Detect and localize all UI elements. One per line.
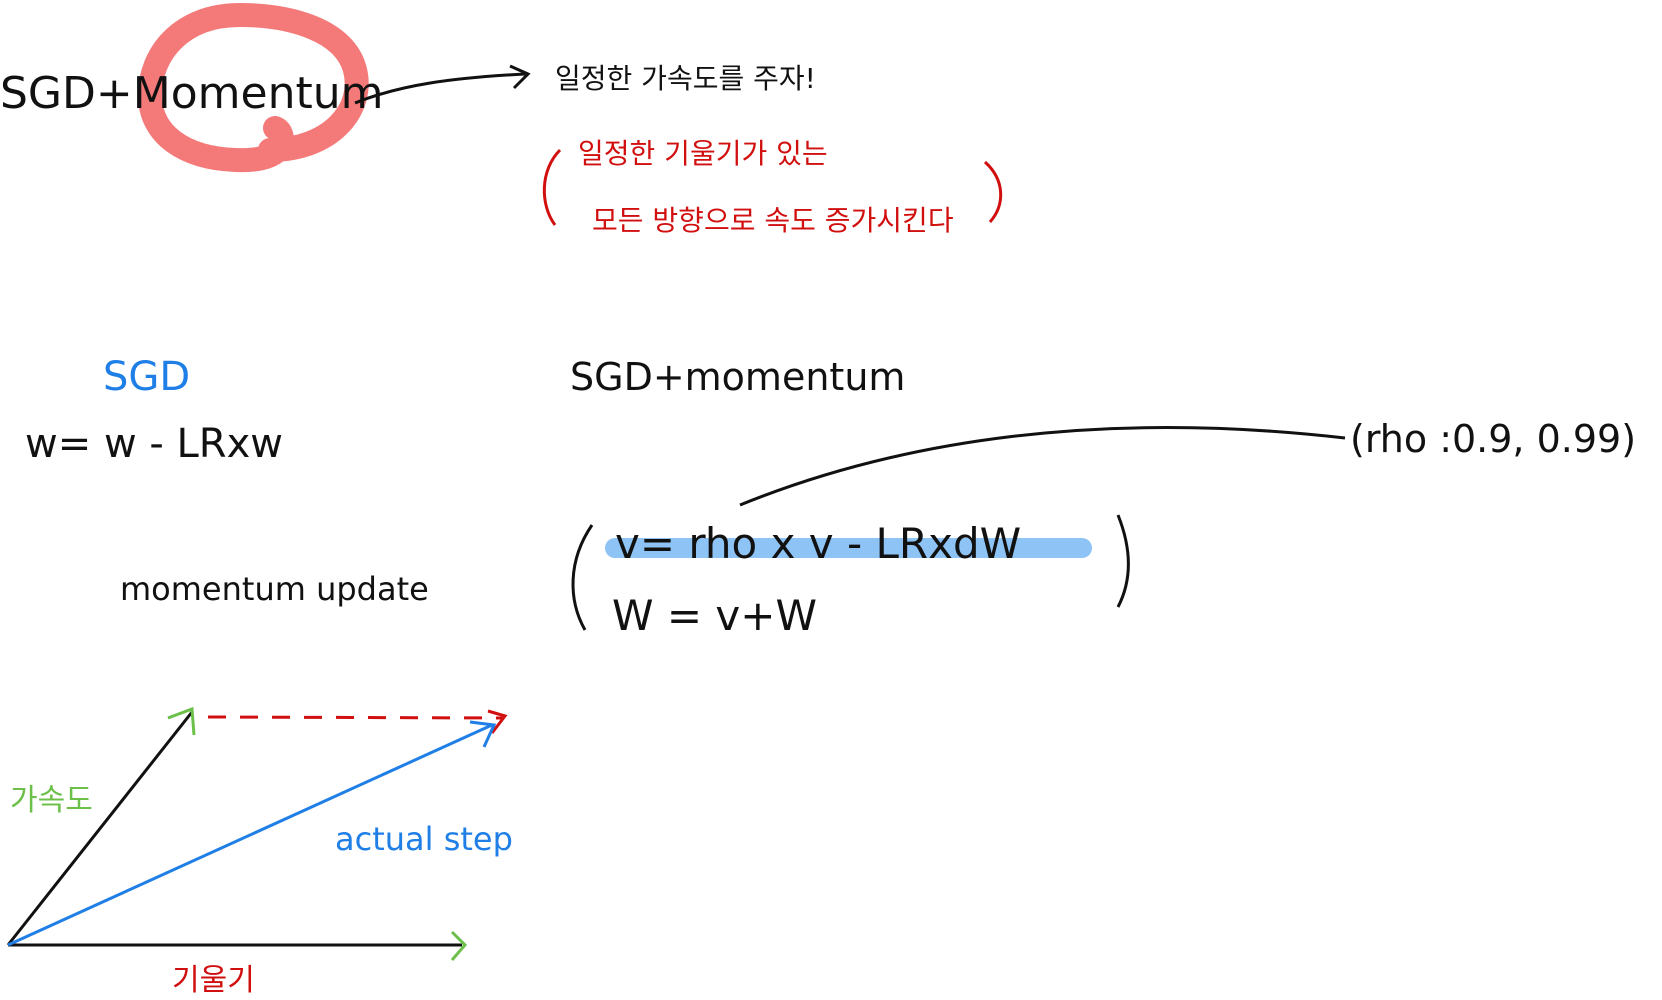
rho-link-curve <box>739 426 1346 507</box>
red-dashed-arrow-head <box>487 709 508 734</box>
title-text: SGD+Momentum <box>0 68 383 119</box>
formula-w: W = v+W <box>612 591 817 640</box>
momentum-update-label: momentum update <box>120 570 429 608</box>
formula-v: v= rho x v - LRxdW <box>615 519 1021 568</box>
gradient-arrow-head <box>450 930 468 961</box>
actual-step-arrow-head <box>469 720 497 748</box>
sgd-label: SGD <box>103 354 190 400</box>
sgd-formula: w= w - LRxw <box>25 421 283 467</box>
formula-left-paren <box>571 524 594 631</box>
formula-right-paren <box>1116 514 1130 608</box>
annotation-right-paren <box>983 160 1003 223</box>
annotation-line1: 일정한 기울기가 있는 <box>578 137 828 170</box>
title-arrow <box>354 72 526 105</box>
right-title: SGD+momentum <box>570 355 905 399</box>
note-text: 일정한 가속도를 주자! <box>555 62 816 95</box>
gradient-label: 기울기 <box>172 963 255 998</box>
red-dashed-line <box>207 715 503 720</box>
annotation-left-paren <box>542 148 562 226</box>
acceleration-vector <box>6 711 194 946</box>
acceleration-arrow-head <box>167 706 196 736</box>
title-arrow-head <box>509 64 531 90</box>
acceleration-label: 가속도 <box>10 783 93 818</box>
actual-step-vector <box>7 723 493 947</box>
highlight-circle <box>137 2 369 173</box>
rho-note: (rho :0.9, 0.99) <box>1350 417 1636 461</box>
actual-step-label: actual step <box>335 820 513 858</box>
annotation-line2: 모든 방향으로 속도 증가시킨다 <box>592 204 954 237</box>
